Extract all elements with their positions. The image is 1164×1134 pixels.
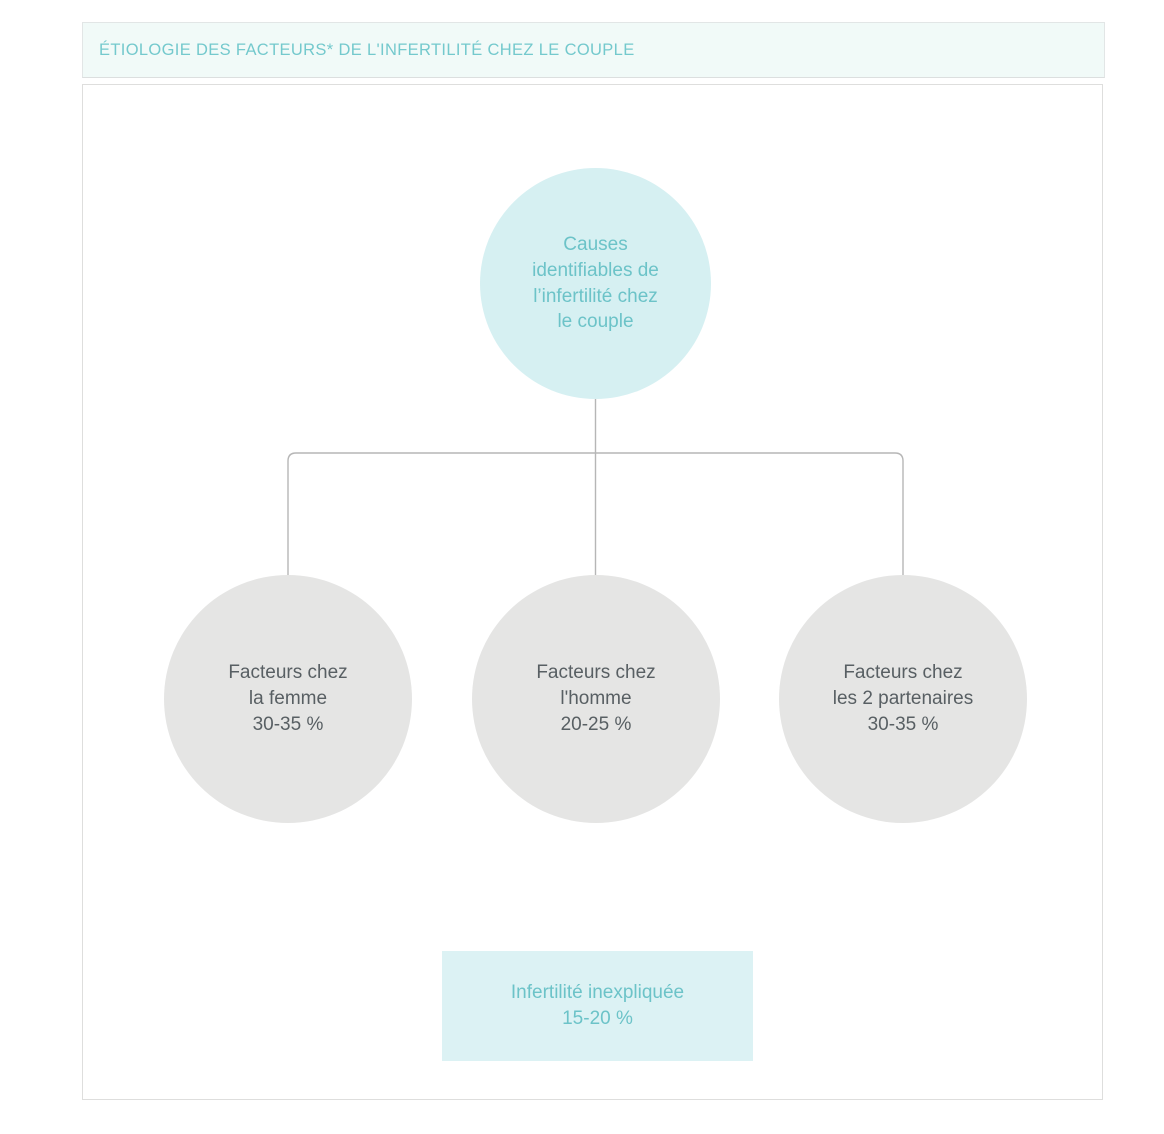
node-causes-identifiables-label: Causes identifiables de l’infertilité ch…: [532, 233, 659, 333]
node-infertilite-inexpliquee[interactable]: Infertilité inexpliquée 15-20 %: [442, 951, 753, 1061]
node-facteurs-deux-partenaires-label: Facteurs chez les 2 partenaires 30-35 %: [832, 662, 974, 735]
figure-panel: ÉTIOLOGIE DES FACTEURS* DE L'INFERTILITÉ…: [82, 22, 1105, 1100]
node-facteurs-femme-label: Facteurs chez la femme 30-35 %: [228, 662, 348, 735]
diagram-canvas: Causes identifiables de l’infertilité ch…: [82, 84, 1103, 1100]
node-facteurs-homme[interactable]: Facteurs chez l'homme 20-25 %: [472, 575, 720, 823]
connector-bus: [287, 452, 904, 575]
figure-title: ÉTIOLOGIE DES FACTEURS* DE L'INFERTILITÉ…: [99, 40, 635, 59]
figure-header: ÉTIOLOGIE DES FACTEURS* DE L'INFERTILITÉ…: [82, 22, 1105, 78]
node-facteurs-homme-label: Facteurs chez l'homme 20-25 %: [536, 662, 656, 735]
node-facteurs-femme[interactable]: Facteurs chez la femme 30-35 %: [164, 575, 412, 823]
node-facteurs-deux-partenaires[interactable]: Facteurs chez les 2 partenaires 30-35 %: [779, 575, 1027, 823]
node-causes-identifiables[interactable]: Causes identifiables de l’infertilité ch…: [480, 168, 711, 399]
node-infertilite-inexpliquee-label: Infertilité inexpliquée 15-20 %: [510, 982, 685, 1029]
